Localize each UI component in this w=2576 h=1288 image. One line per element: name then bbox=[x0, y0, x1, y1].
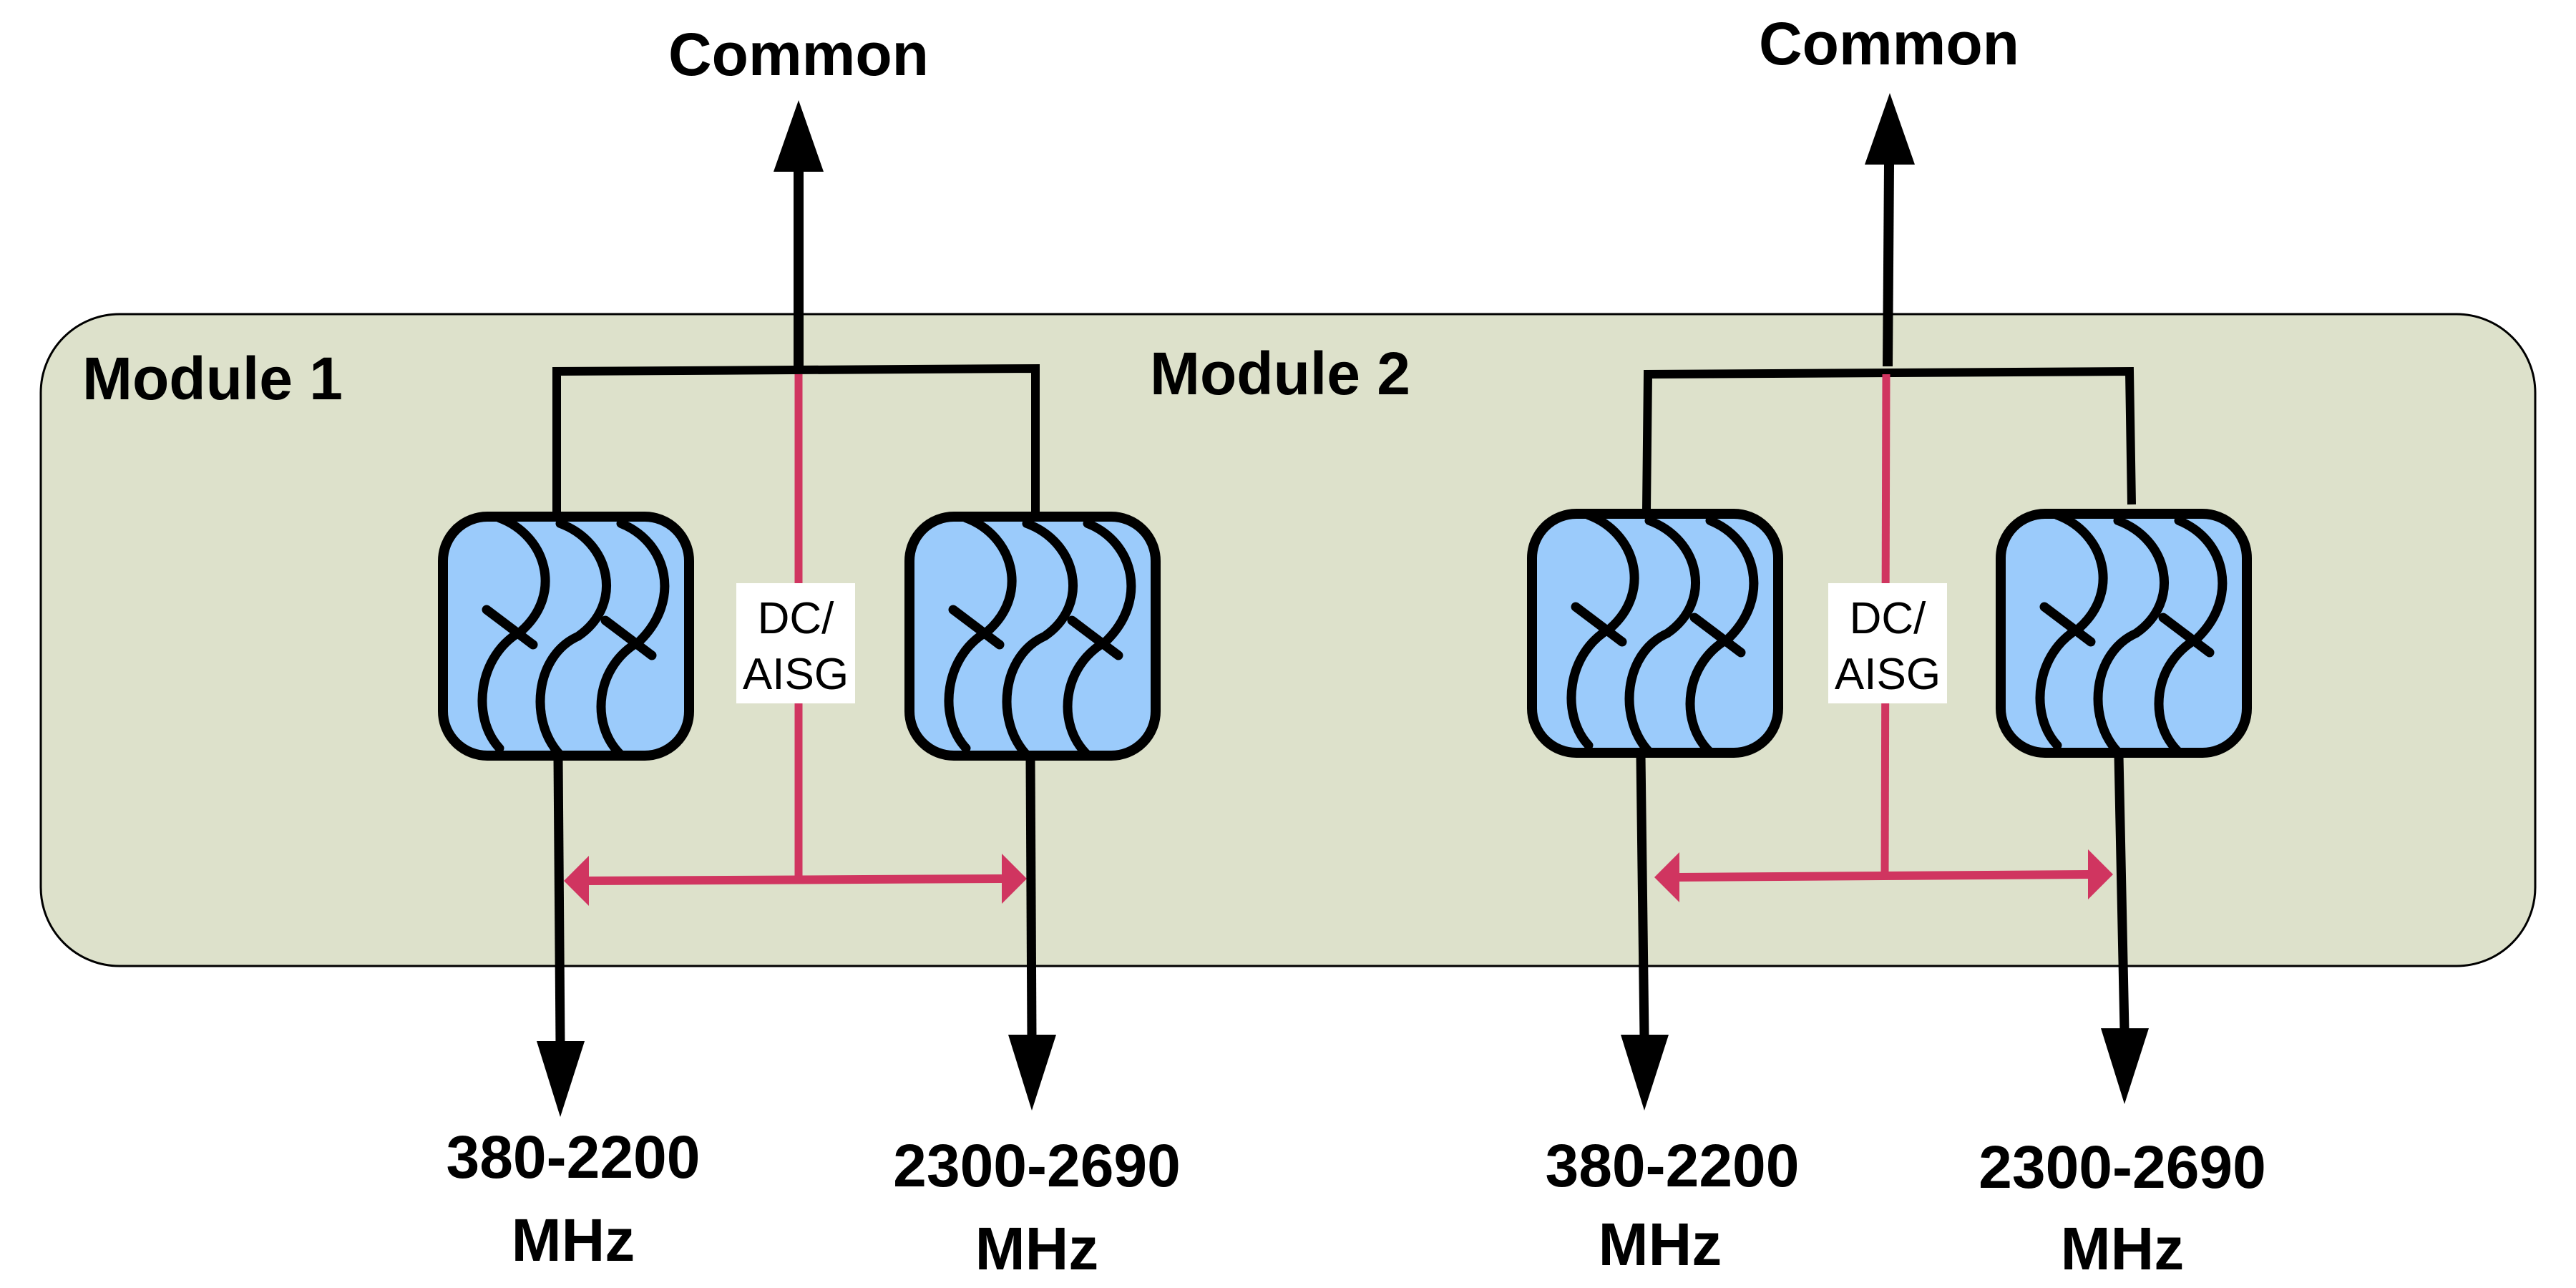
module-enclosure bbox=[39, 313, 2537, 967]
band-label-low: 380-2200 bbox=[1546, 1132, 1800, 1199]
dc-distribution-line bbox=[1677, 870, 2090, 882]
filter-high-band bbox=[2001, 514, 2247, 753]
dc-aisg-label-line1: DC/ bbox=[758, 594, 835, 643]
output-line-high bbox=[2114, 755, 2129, 1031]
common-port-label: Common bbox=[668, 21, 929, 88]
dc-aisg-label-bg bbox=[736, 583, 855, 703]
arrow-down-icon bbox=[1008, 1035, 1056, 1111]
arrow-left-icon bbox=[1654, 852, 1679, 902]
common-bus bbox=[1642, 366, 2136, 510]
common-bus bbox=[552, 364, 1040, 514]
band-label-low: 380-2200 bbox=[447, 1123, 701, 1191]
diplexer-group-2: Common DC/ AISG 380-2200 MHz 2300-2690 M… bbox=[1532, 10, 2266, 1282]
filter-low-band bbox=[1532, 514, 1778, 753]
dc-aisg-label-line2: AISG bbox=[743, 650, 849, 699]
filter-icon bbox=[909, 517, 1156, 756]
common-port-label: Common bbox=[1759, 10, 2019, 77]
filter-icon bbox=[2001, 514, 2247, 753]
dc-distribution-line bbox=[586, 874, 1002, 885]
dc-aisg-label-line2: AISG bbox=[1835, 650, 1941, 699]
module-2-label: Module 2 bbox=[1150, 340, 1410, 407]
band-label-high: 2300-2690 bbox=[893, 1132, 1181, 1199]
band-unit-low: MHz bbox=[1599, 1211, 1722, 1278]
filter-icon bbox=[1532, 514, 1778, 753]
common-line bbox=[1883, 164, 1894, 367]
arrow-down-icon bbox=[537, 1041, 585, 1117]
filter-icon bbox=[443, 517, 689, 756]
filter-high-band bbox=[909, 517, 1156, 756]
band-unit-high: MHz bbox=[2061, 1215, 2185, 1282]
arrow-up-icon bbox=[1865, 93, 1915, 165]
arrow-down-icon bbox=[1621, 1035, 1669, 1111]
arrow-down-icon bbox=[2101, 1028, 2149, 1104]
dc-aisg-label-bg bbox=[1828, 583, 1947, 703]
dc-aisg-label-line1: DC/ bbox=[1850, 594, 1927, 643]
arrow-right-icon bbox=[2088, 849, 2113, 899]
band-label-high: 2300-2690 bbox=[1979, 1133, 2266, 1201]
filter-low-band bbox=[443, 517, 689, 756]
module-1-label: Module 1 bbox=[82, 345, 343, 412]
diplexer-group-1: Common DC/ AISG 380-2200 MHz 2300-2690 bbox=[443, 21, 1181, 1282]
arrow-up-icon bbox=[774, 100, 824, 172]
output-line-low bbox=[1636, 755, 1649, 1038]
band-unit-low: MHz bbox=[512, 1206, 635, 1274]
arrow-left-icon bbox=[564, 856, 589, 906]
output-line-high bbox=[1025, 758, 1037, 1038]
output-line-low bbox=[553, 758, 565, 1045]
band-unit-high: MHz bbox=[975, 1215, 1099, 1282]
arrow-right-icon bbox=[1002, 854, 1027, 904]
